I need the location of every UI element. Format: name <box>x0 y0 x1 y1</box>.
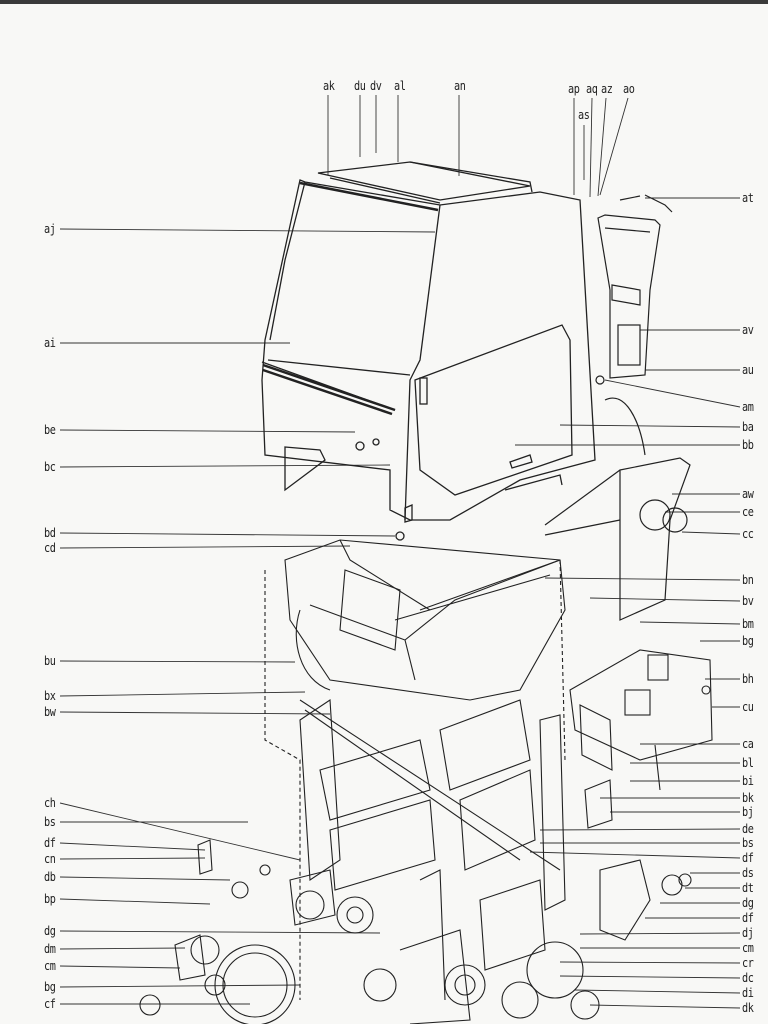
label-cc: cc <box>742 527 754 541</box>
label-au: au <box>742 363 754 377</box>
label-cn: cn <box>44 852 56 866</box>
label-dc: dc <box>742 971 754 985</box>
label-bx: bx <box>44 689 56 703</box>
label-dg-right: dg <box>742 896 754 910</box>
label-db: db <box>44 870 56 884</box>
label-di: di <box>742 986 754 1000</box>
label-am: am <box>742 400 754 414</box>
label-bg-right: bg <box>742 634 754 648</box>
label-df-right-2: df <box>742 911 754 925</box>
label-du: du <box>354 79 366 93</box>
label-cd: cd <box>44 541 56 555</box>
label-bu: bu <box>44 654 56 668</box>
label-ch: ch <box>44 796 56 810</box>
label-dv: dv <box>370 79 382 93</box>
label-cm: cm <box>44 959 56 973</box>
label-cm-right: cm <box>742 941 754 955</box>
gear-train <box>139 839 600 1024</box>
label-bk: bk <box>742 791 754 805</box>
label-de: de <box>742 822 754 836</box>
label-cf: cf <box>44 997 56 1011</box>
label-df: df <box>44 836 56 850</box>
label-bg: bg <box>44 980 56 994</box>
label-ca: ca <box>742 737 754 751</box>
label-ak: ak <box>323 79 335 93</box>
label-av: av <box>742 323 754 337</box>
label-bw: bw <box>44 705 56 719</box>
label-al: al <box>394 79 406 93</box>
label-ds: ds <box>742 866 754 880</box>
label-aq: aq <box>586 82 598 96</box>
right-panel-assembly <box>544 194 691 621</box>
label-bh: bh <box>742 672 754 686</box>
label-bl: bl <box>742 756 754 770</box>
label-bm: bm <box>742 617 754 631</box>
label-ai: ai <box>44 336 56 350</box>
label-dk: dk <box>742 1001 754 1015</box>
label-dg: dg <box>44 924 56 938</box>
label-be: be <box>44 423 56 437</box>
label-bi: bi <box>742 774 754 788</box>
label-an: an <box>454 79 466 93</box>
label-bn: bn <box>742 573 754 587</box>
label-df-right: df <box>742 851 754 865</box>
label-bj: bj <box>742 805 754 819</box>
label-bs-right: bs <box>742 836 754 850</box>
label-az: az <box>601 82 613 96</box>
label-ce: ce <box>742 505 754 519</box>
leader-lines <box>59 95 741 1009</box>
label-ba: ba <box>742 420 754 434</box>
label-cu: cu <box>742 700 754 714</box>
upper-cover <box>261 161 596 541</box>
label-aw: aw <box>742 487 754 501</box>
label-aj: aj <box>44 222 56 236</box>
label-dt: dt <box>742 881 754 895</box>
label-bd: bd <box>44 526 56 540</box>
label-ao: ao <box>623 82 635 96</box>
label-ap: ap <box>568 82 580 96</box>
label-dj: dj <box>742 926 754 940</box>
label-bs: bs <box>44 815 56 829</box>
lower-mechanism <box>264 539 713 1000</box>
label-as: as <box>578 108 590 122</box>
label-bv: bv <box>742 594 754 608</box>
label-bc: bc <box>44 460 56 474</box>
label-at: at <box>742 191 754 205</box>
label-bb: bb <box>742 438 754 452</box>
label-cr: cr <box>742 956 754 970</box>
cover-hatch <box>262 181 439 416</box>
label-dm: dm <box>44 942 56 956</box>
label-bp: bp <box>44 892 56 906</box>
